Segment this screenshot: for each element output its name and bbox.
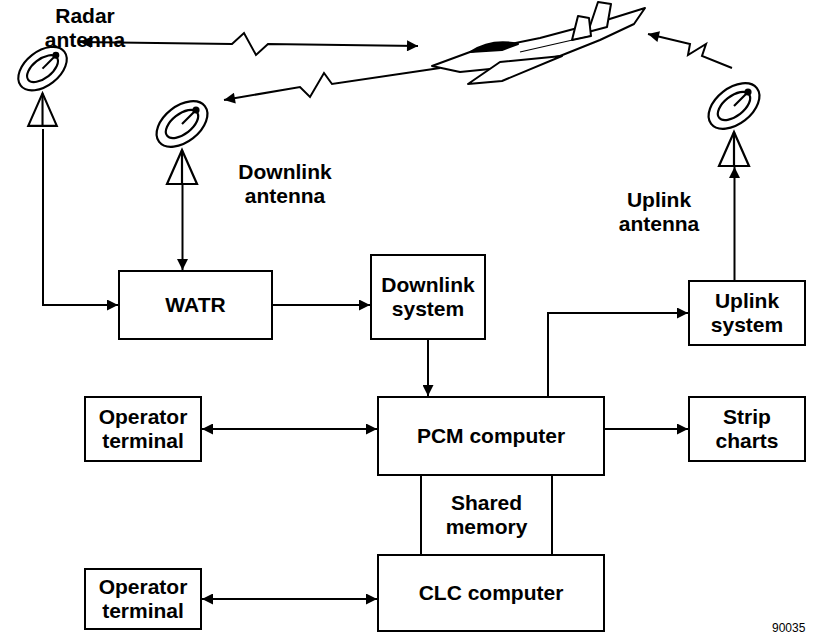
connector-arrow (605, 428, 688, 430)
process-box: Operator terminal (84, 396, 202, 462)
process-box: CLC computer (377, 554, 605, 632)
connector-arrow (427, 340, 429, 396)
antenna-node: Downlink antenna (150, 90, 215, 185)
antenna-node: Radar antenna (12, 34, 74, 129)
connector-arrow (273, 304, 370, 306)
box-label: Downlink system (376, 273, 480, 320)
box-label: Strip charts (694, 405, 800, 452)
process-box: Shared memory (420, 474, 553, 556)
connector-arrow (43, 129, 118, 305)
process-box: Downlink system (370, 254, 486, 340)
radio-link (80, 33, 732, 100)
connector-arrow (548, 313, 688, 396)
process-box: Strip charts (688, 396, 806, 462)
process-box: WATR (118, 270, 273, 340)
connector-arrow (182, 185, 184, 270)
antenna-label: Downlink antenna (220, 160, 350, 207)
box-label: Shared memory (426, 491, 547, 538)
antenna-node: Uplink antenna (702, 72, 767, 167)
antenna-symbol (702, 72, 767, 167)
process-box: Operator terminal (84, 568, 202, 630)
process-box: Uplink system (688, 280, 806, 346)
box-label: Operator terminal (90, 405, 196, 452)
box-label: PCM computer (417, 424, 565, 448)
connector-arrow (202, 428, 377, 430)
antenna-label: Radar antenna (15, 4, 155, 51)
figure-number: 90035 (772, 621, 805, 635)
box-label: WATR (165, 293, 225, 317)
aircraft-illustration (432, 2, 645, 84)
box-label: CLC computer (419, 581, 564, 605)
connector-arrow (734, 167, 736, 280)
antenna-symbol (150, 90, 215, 185)
box-label: Uplink system (694, 289, 800, 336)
box-label: Operator terminal (90, 575, 196, 622)
antenna-label: Uplink antenna (603, 188, 715, 235)
connector-arrow (202, 598, 377, 600)
process-box: PCM computer (377, 396, 605, 476)
